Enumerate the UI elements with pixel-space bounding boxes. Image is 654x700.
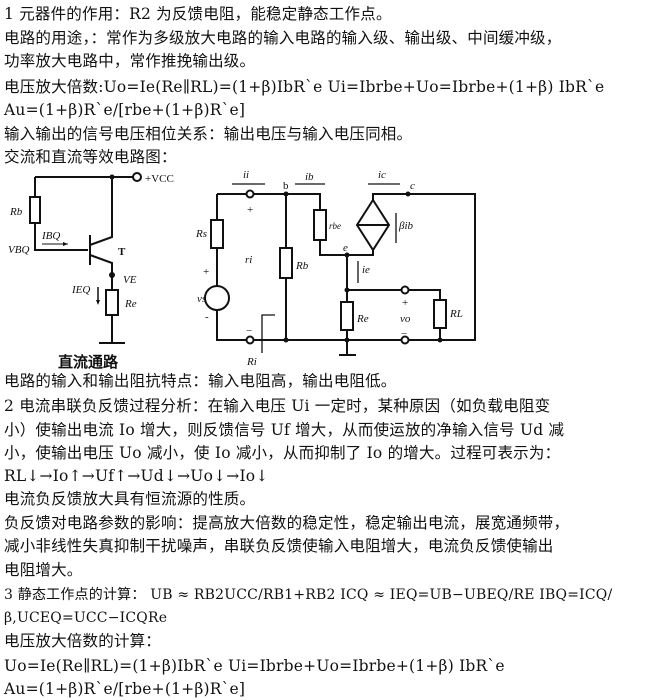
text-line: Au=(1+β)R`e/[rbe+(1+β)R`e] <box>4 101 246 119</box>
vs-minus: - <box>205 311 209 323</box>
circuit-diagrams: +VCC Rb IBQ VBQ T VE IEQ Re 直流通路 ii b ib… <box>8 169 476 370</box>
rb-label: Rb <box>9 206 23 218</box>
vbq-label: VBQ <box>8 244 29 256</box>
vcc-label: +VCC <box>145 173 174 185</box>
text-line: 3 静态工作点的计算： UB ≈ RB2UCC/RB1+RB2 ICQ ≈ IE… <box>4 587 613 603</box>
text-line: 电路的用途，：常作为多级放大电路的输入电路的输入级、输出级、中间缓冲级， <box>4 29 562 47</box>
text-line: 电路的输入和输出阻抗特点：输入电阻高，输出电阻低。 <box>4 372 397 390</box>
ri-cap-label: Ri <box>246 356 257 368</box>
text-line: 小）使输出电流 Io 增大，则反馈信号 Uf 增大，从而使运放的净输入信号 Ud… <box>4 421 565 439</box>
dc-caption: 直流通路 <box>58 353 119 370</box>
input-plus: + <box>247 204 253 216</box>
ii-label: ii <box>243 169 249 181</box>
text-line: 负反馈对电路参数的影响：提高放大倍数的稳定性，稳定输出电流，展宽通频带， <box>4 514 570 532</box>
vs-plus: + <box>203 266 209 278</box>
node-c-label: c <box>410 180 415 192</box>
text-line: 1 元器件的作用：R2 为反馈电阻，能稳定静态工作点。 <box>4 5 392 23</box>
text-line: 2 电流串联负反馈过程分析：在输入电压 Ui 一定时，某种原因（如负载电阻变 <box>4 397 551 415</box>
ieq-label: IEQ <box>71 284 90 296</box>
text-line: RL↓→Io↑→Uf↑→Ud↓→Uo↓→Io↓ <box>4 467 269 485</box>
ac-circuit: ii b ib ic c βib rbe e ie Rs ri Rb + vs … <box>195 169 476 368</box>
rs-label: Rs <box>195 228 207 240</box>
text-line: 输入输出的信号电压相位关系：输出电压与输入电压同相。 <box>4 125 413 143</box>
node-e-label: e <box>343 242 348 254</box>
text-line: 功率放大电路中，常作推挽输出级。 <box>4 52 256 70</box>
ri-label: ri <box>245 254 252 266</box>
text-line: 减小非线性失真抑制干扰噪声，串联负反馈使输入电阻增大，电流负反馈使输出 <box>4 537 554 555</box>
rbe-label: rbe <box>329 221 341 231</box>
text-line: β,UCEQ=UCC−ICQRe <box>4 610 168 626</box>
text-line: Uo=Ie(Re∥RL)=(1+β)IbR`e Ui=Ibrbe+Uo=Ibrb… <box>4 657 505 675</box>
rl-label: RL <box>449 308 463 320</box>
transistor-label: T <box>118 246 126 258</box>
text-line: 电压放大倍数:Uo=Ie(Re∥RL)=(1+β)IbR`e Ui=Ibrbe+… <box>4 78 605 96</box>
text-line: 电阻增大。 <box>4 561 83 579</box>
beta-ib-label: βib <box>398 220 414 232</box>
ic-label: ic <box>378 169 386 181</box>
ie-label: ie <box>362 264 370 276</box>
rb-resistor <box>29 196 41 224</box>
text-line: 电压放大倍数的计算： <box>4 632 162 650</box>
re-label: Re <box>124 298 137 310</box>
text-line: 交流和直流等效电路图： <box>4 148 177 166</box>
text-line: 电流负反馈放大具有恒流源的性质。 <box>4 490 256 508</box>
ve-label: VE <box>123 274 137 286</box>
ib-label: ib <box>305 171 314 183</box>
rb-ac-label: Rb <box>295 260 309 272</box>
re-resistor <box>105 289 119 316</box>
output-plus: + <box>402 297 408 309</box>
vs-label: vs <box>197 293 206 305</box>
node-b-label: b <box>283 180 289 192</box>
output-minus: − <box>401 328 407 340</box>
text-line: 小，使输出电压 Uo 减小，使 Io 减小，从而抑制了 Io 的增大。过程可表示… <box>4 444 561 462</box>
input-minus: − <box>246 325 252 337</box>
dc-circuit: +VCC Rb IBQ VBQ T VE IEQ Re 直流通路 <box>8 172 174 370</box>
ibq-label: IBQ <box>41 230 60 242</box>
re-ac-label: Re <box>356 313 369 325</box>
text-line: Au=(1+β)R`e/[rbe+(1+β)R`e] <box>4 680 246 698</box>
vo-label: vo <box>400 313 411 325</box>
